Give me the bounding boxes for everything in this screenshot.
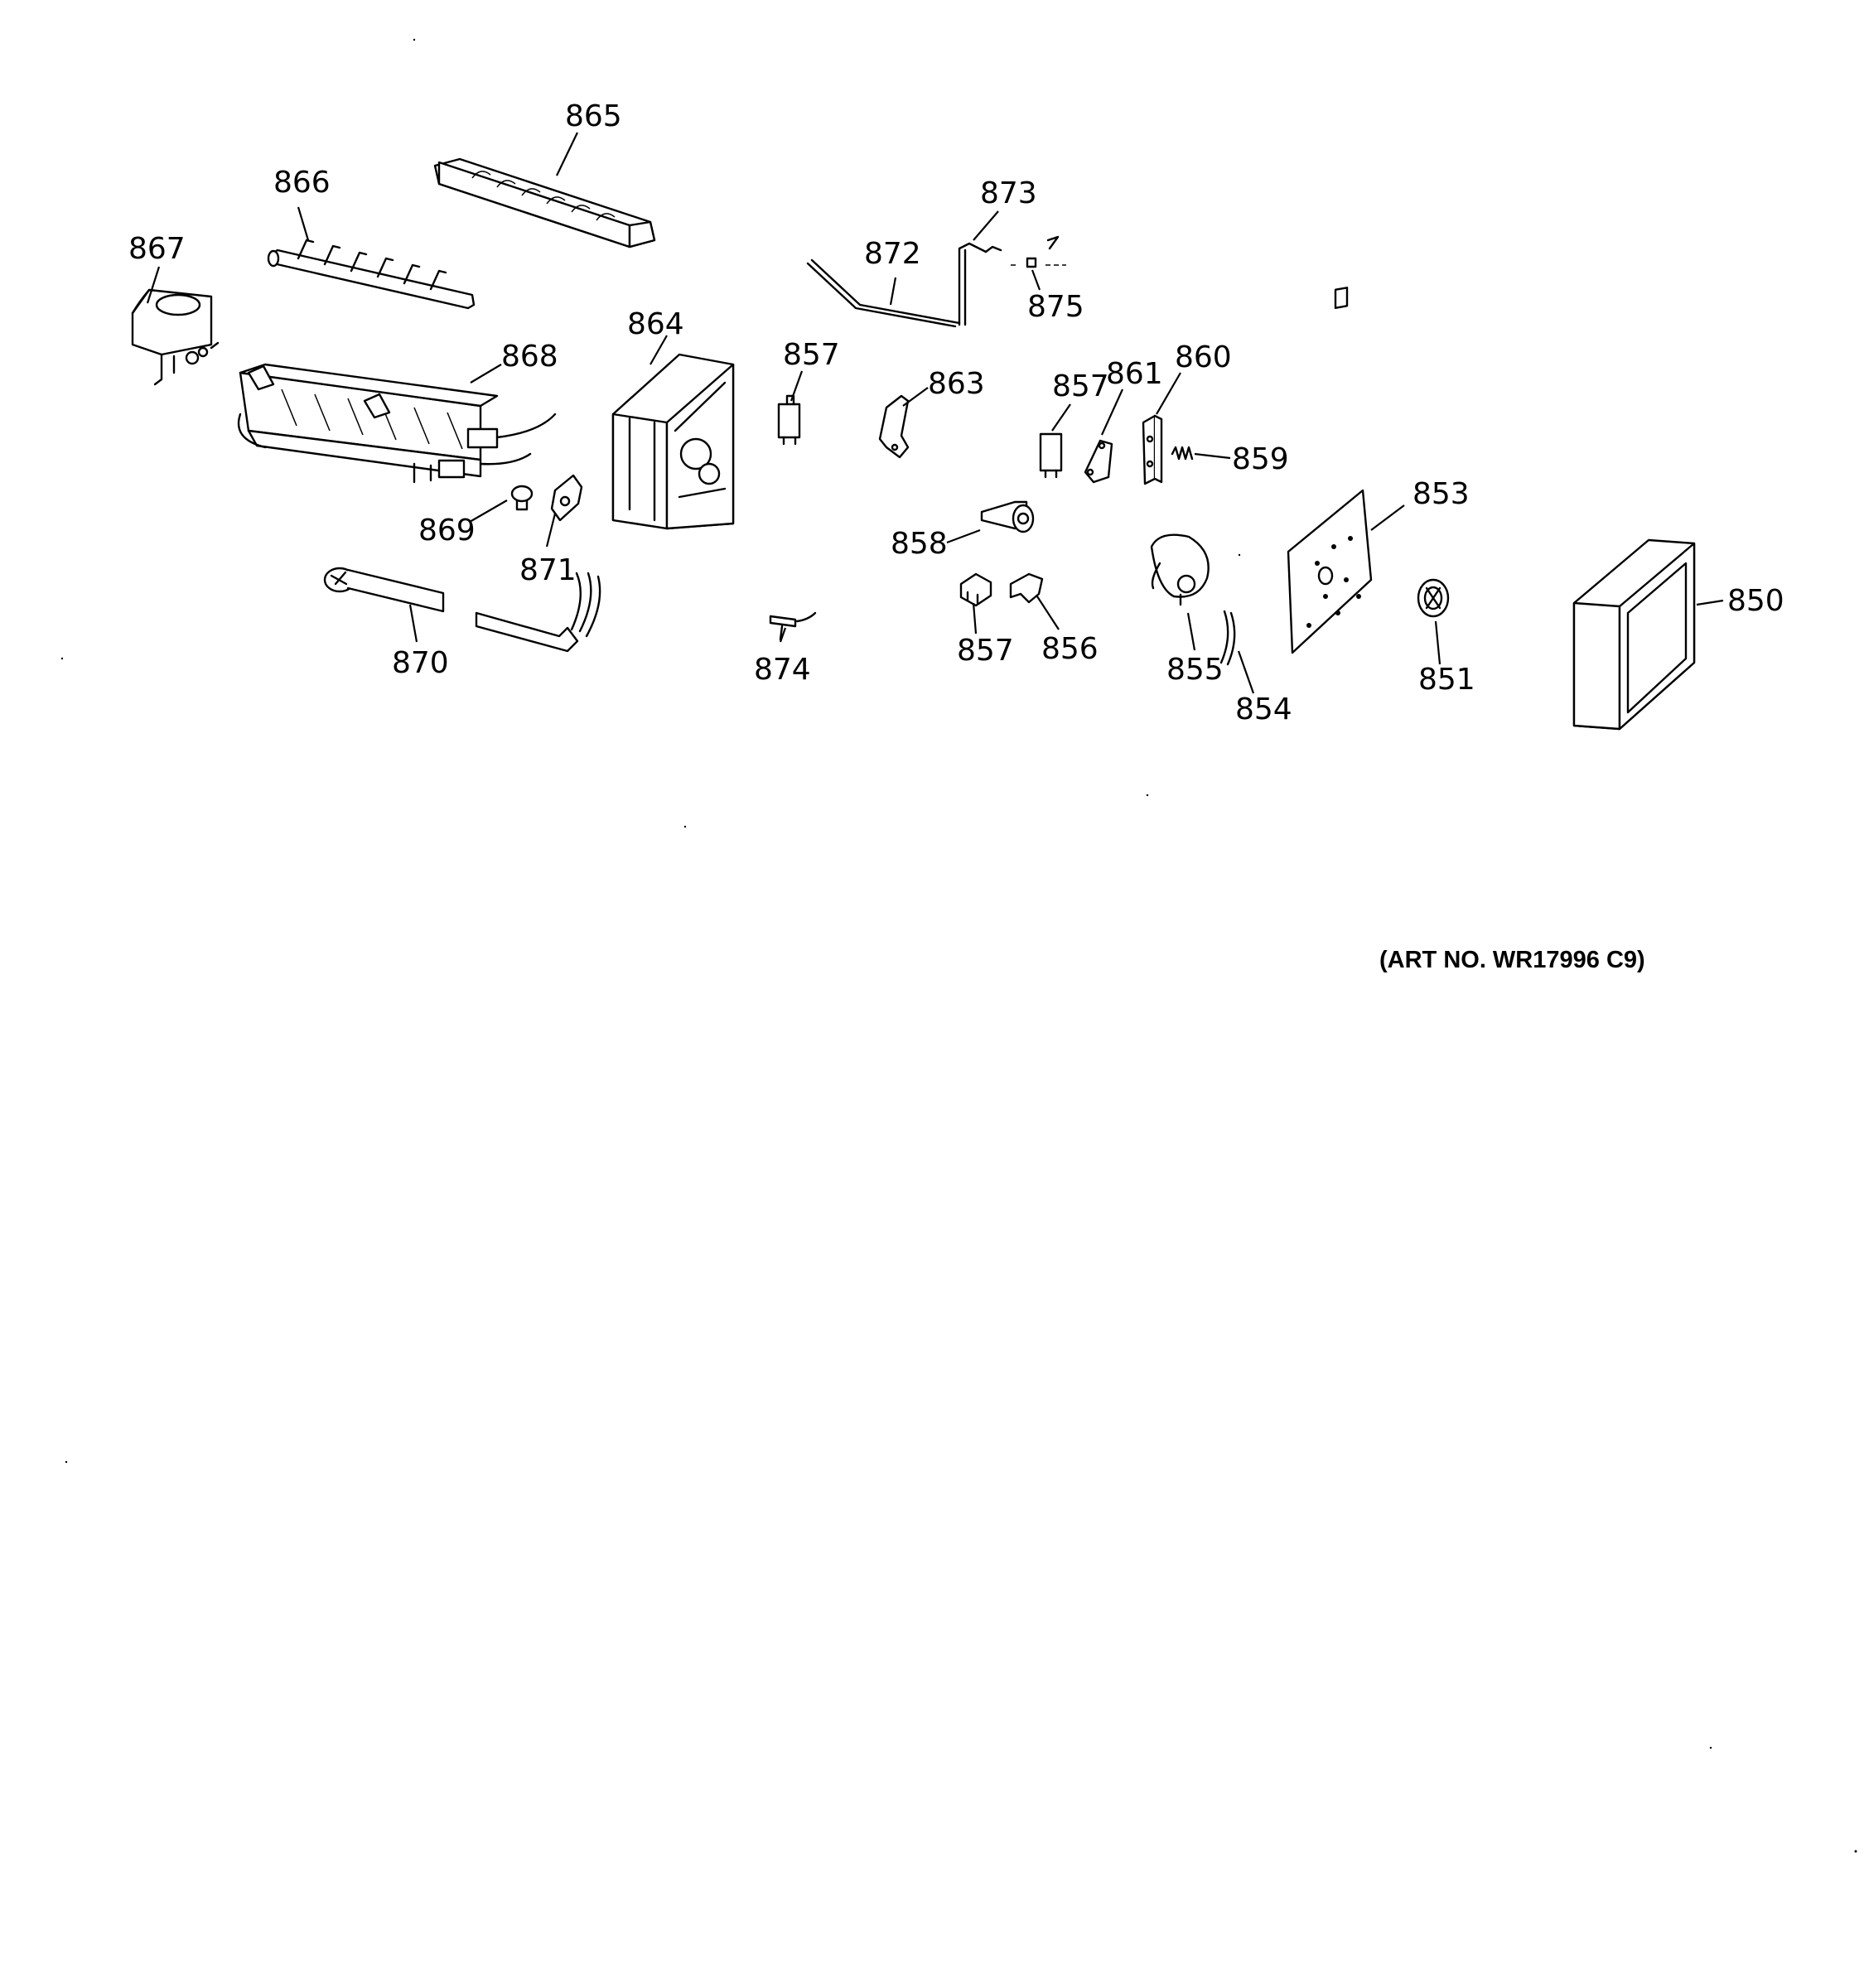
part-855-motor — [1150, 533, 1210, 606]
part-873-arm-crank — [958, 242, 1002, 326]
label-874: 874 — [754, 653, 811, 687]
label-869: 869 — [418, 514, 476, 548]
part-850-cover — [1572, 538, 1696, 731]
part-859-spring — [1171, 446, 1194, 461]
part-867-bracket — [131, 288, 220, 386]
label-859: 859 — [1232, 442, 1289, 476]
leader-lines — [146, 132, 1724, 694]
part-864-housing — [611, 353, 735, 530]
part-865-stripper — [433, 157, 656, 248]
part-857-switch-middle — [1039, 432, 1063, 479]
part-871-cam — [550, 474, 583, 522]
part-857-switch-lower — [959, 572, 992, 607]
label-857-middle: 857 — [1052, 369, 1109, 403]
label-870: 870 — [392, 646, 449, 680]
part-856-clip — [1009, 572, 1044, 604]
label-860: 860 — [1175, 340, 1232, 374]
label-854: 854 — [1235, 692, 1292, 726]
part-851-gear — [1417, 578, 1450, 618]
label-864: 864 — [627, 307, 684, 341]
label-857-left: 857 — [783, 338, 840, 372]
part-874-heater — [769, 611, 817, 641]
part-860-bracket — [1142, 414, 1163, 485]
label-861: 861 — [1106, 357, 1163, 391]
label-856: 856 — [1041, 632, 1099, 666]
label-858: 858 — [891, 527, 948, 561]
label-863: 863 — [928, 367, 985, 401]
label-850: 850 — [1727, 584, 1784, 618]
part-853-plate — [1287, 287, 1373, 654]
label-851: 851 — [1418, 663, 1475, 697]
part-875-fastener — [1011, 235, 1066, 268]
label-855: 855 — [1166, 653, 1224, 687]
part-872-arm — [806, 258, 961, 328]
part-868-mold — [237, 363, 557, 484]
part-857-switch-left — [777, 394, 801, 446]
part-869-gear — [510, 485, 534, 511]
label-875: 875 — [1027, 290, 1084, 324]
part-870-fill-tube — [323, 567, 445, 613]
label-853: 853 — [1412, 477, 1470, 511]
part-863-lever — [878, 394, 910, 459]
label-873: 873 — [980, 176, 1037, 210]
part-861-link — [1084, 439, 1113, 484]
art-number: (ART NO. WR17996 C9) — [1379, 947, 1645, 973]
part-labels: 865 866 867 868 864 869 871 870 872 873 … — [128, 99, 1784, 726]
label-865: 865 — [565, 99, 622, 133]
label-871: 871 — [519, 553, 577, 587]
part-858-thermostat — [980, 500, 1035, 533]
label-866: 866 — [273, 166, 331, 200]
label-867: 867 — [128, 232, 186, 266]
label-857-lower: 857 — [957, 634, 1014, 668]
part-854-clip — [1219, 610, 1236, 666]
label-868: 868 — [501, 340, 558, 374]
scan-specks — [60, 38, 1857, 1853]
part-866-ejector — [267, 239, 476, 310]
label-872: 872 — [864, 237, 921, 271]
wire-harness — [475, 572, 601, 653]
